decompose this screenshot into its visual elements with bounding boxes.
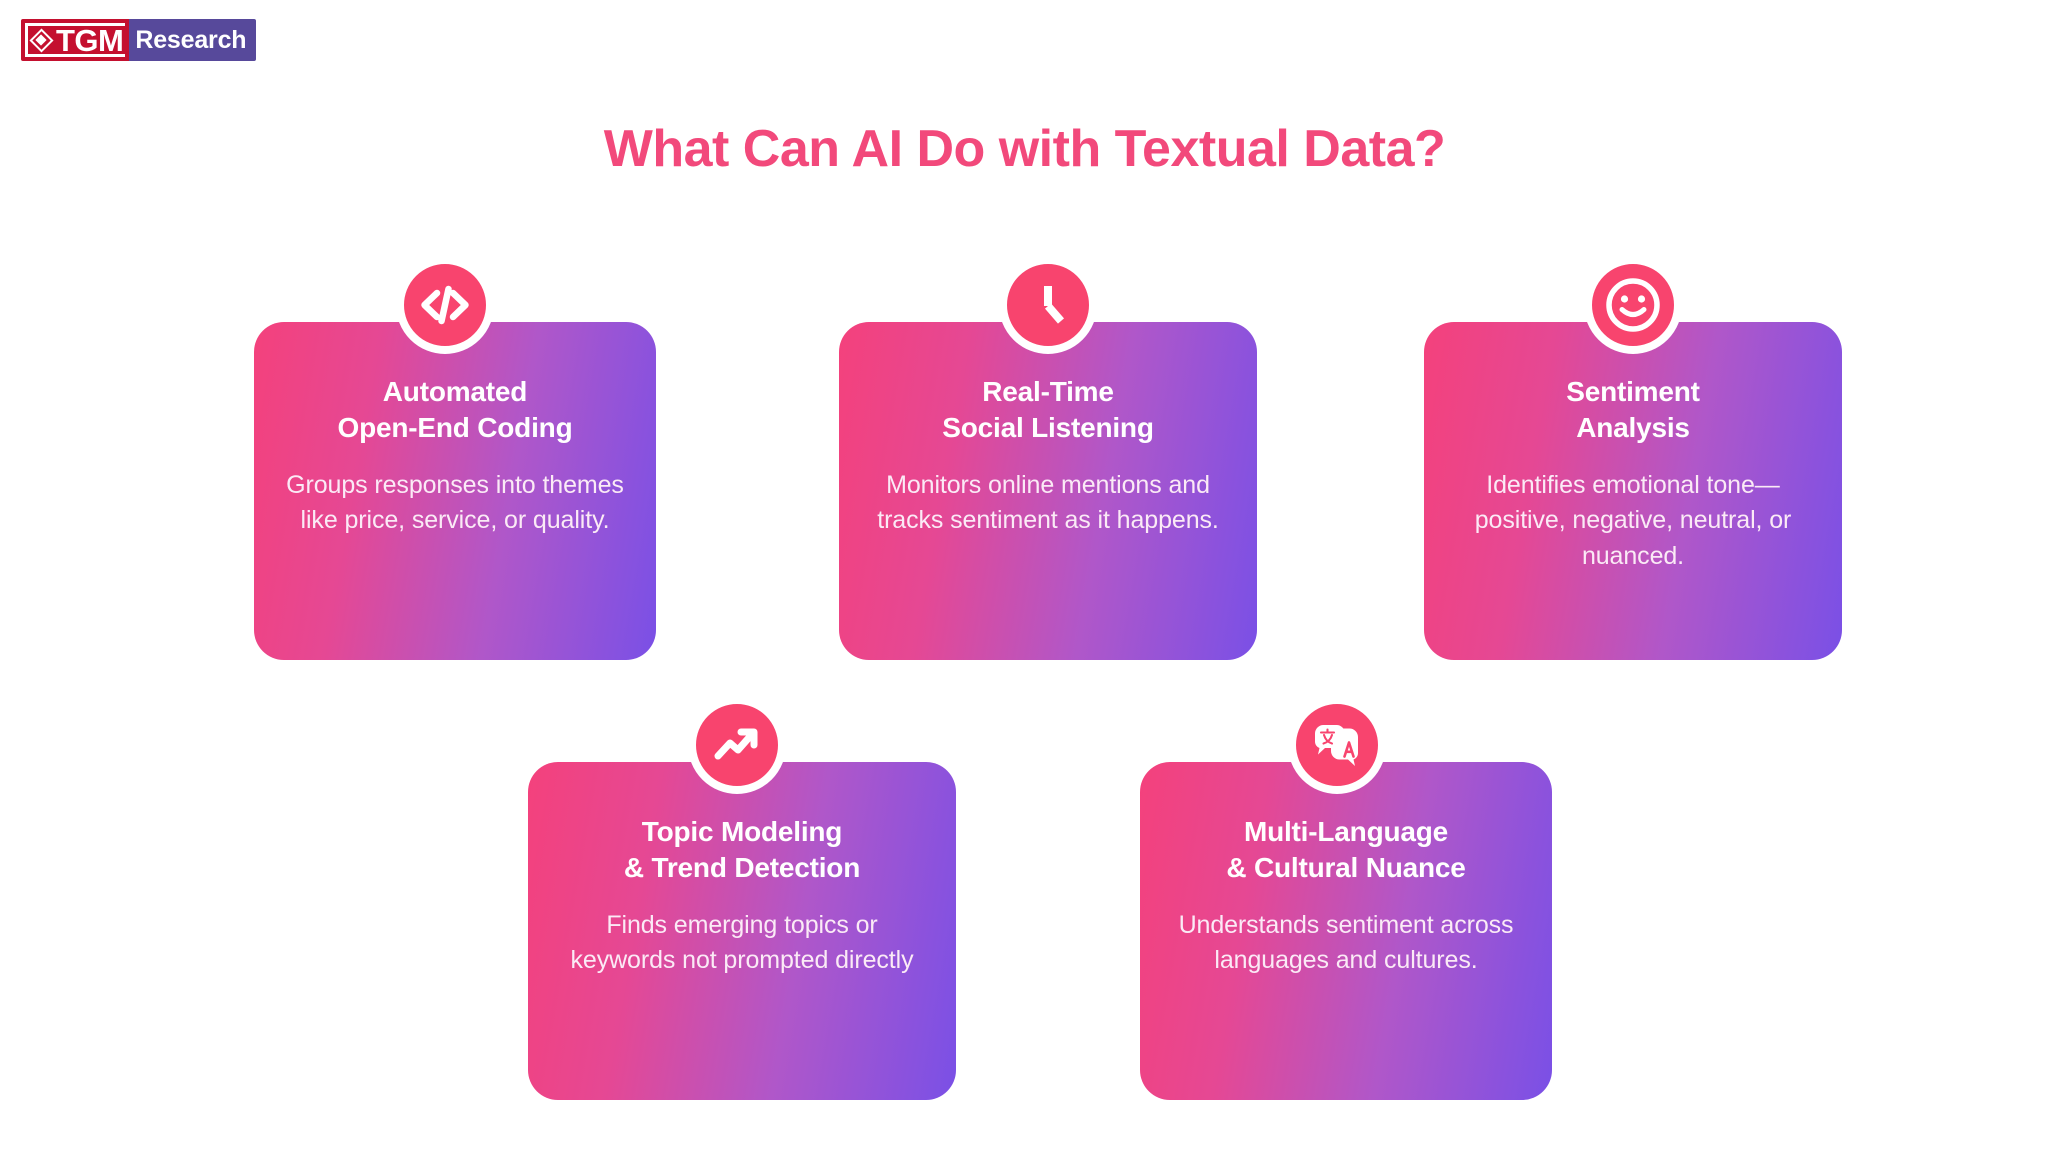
card-topic-modeling-trend-detection[interactable]: Topic Modeling & Trend Detection Finds e… [528,762,956,1100]
clock-icon-badge [999,256,1097,354]
card-description: Understands sentiment across languages a… [1178,910,1514,975]
page-title: What Can AI Do with Textual Data? [603,119,1446,178]
card-real-time-social-listening[interactable]: Real-Time Social Listening Monitors onli… [839,322,1257,660]
card-title: Sentiment Analysis [1566,376,1700,443]
card-multi-language-cultural-nuance[interactable]: Multi-Language & Cultural Nuance Underst… [1140,762,1552,1100]
translate-icon-badge [1288,696,1386,794]
card-description: Groups responses into themes like price,… [286,470,624,535]
card-sentiment-analysis[interactable]: Sentiment Analysis Identifies emotional … [1424,322,1842,660]
card-description: Finds emerging topics or keywords not pr… [570,910,914,975]
code-icon [421,285,469,325]
trending-up-icon [714,728,758,760]
card-description: Monitors online mentions and tracks sent… [877,470,1219,535]
card-automated-open-end-coding[interactable]: Automated Open-End Coding Groups respons… [254,322,656,660]
card-title: Topic Modeling & Trend Detection [623,816,861,883]
card-title: Multi-Language & Cultural Nuance [1226,816,1466,883]
translate-icon [1315,725,1358,766]
card-title: Automated Open-End Coding [337,376,573,443]
smiley-face-icon [1606,278,1660,332]
logo-tgm-block: TGM [21,19,130,61]
trending-up-icon-badge [688,696,786,794]
card-description: Identifies emotional tone—positive, nega… [1474,470,1792,570]
smiley-face-icon-badge [1584,256,1682,354]
logo-tgm-text: TGM [56,22,124,58]
diamond-icon [28,27,54,53]
code-icon-badge [396,256,494,354]
tgm-research-logo: TGM Research [21,19,257,61]
logo-research-text: Research [135,25,247,54]
clock-icon [1044,286,1065,324]
card-title: Real-Time Social Listening [942,376,1154,443]
logo-research-block: Research [129,19,257,61]
